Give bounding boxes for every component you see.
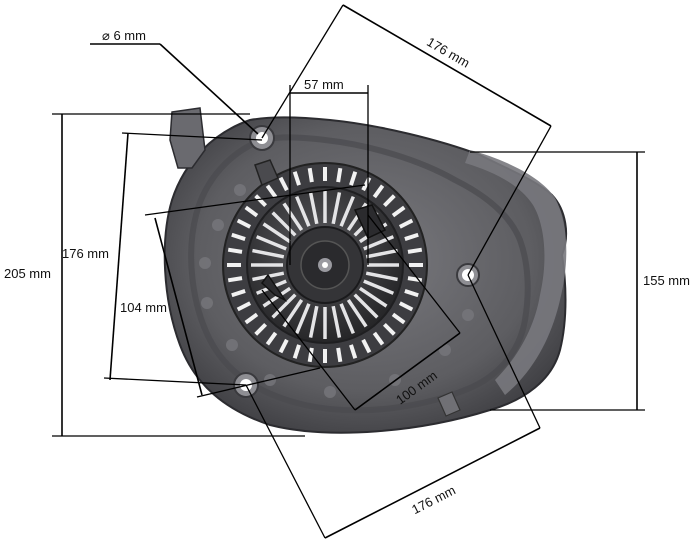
pulley-fin [331, 192, 342, 225]
pulley-fin [271, 211, 297, 237]
label-height-155: 155 mm [643, 273, 690, 288]
pulley-fin [295, 195, 311, 227]
pulley-slot [244, 205, 259, 218]
pulley-slot [231, 289, 246, 298]
pulley-slot [244, 312, 259, 325]
pulley-inner-fins [251, 191, 399, 339]
pulley-fin [365, 248, 398, 259]
height-104-ext-bottom [196, 367, 321, 398]
diag-top-right-ext-a [261, 4, 344, 139]
starter-pulley [222, 159, 428, 368]
label-hole-diameter: ⌀ 6 mm [102, 28, 146, 43]
pulley-slot [292, 344, 301, 359]
pulley-slot [265, 184, 278, 199]
center-100-ext-a [261, 289, 356, 411]
pulley-slot [236, 218, 252, 229]
pulley-slot [254, 322, 268, 336]
pulley-fin [365, 271, 398, 282]
pulley-fin [282, 202, 304, 232]
pulley-fin [339, 303, 355, 335]
pulley-fin [308, 305, 319, 338]
pulley-fin [358, 286, 388, 308]
label-height-104: 104 mm [120, 300, 167, 315]
dimension-lines [52, 4, 645, 539]
pulley-fin [308, 192, 319, 225]
pulley-fin [339, 195, 355, 227]
pulley-fin [255, 235, 287, 251]
pulley-slot [254, 194, 268, 208]
pulley-fin [353, 293, 379, 319]
pulley-slot [407, 247, 423, 254]
pulley-slot [307, 347, 314, 363]
pulley-slot [372, 331, 385, 346]
pulley-fin [262, 286, 292, 308]
diag-top-right-ext-b [467, 125, 552, 276]
diag-bottom-ext-a [245, 384, 326, 539]
label-diag-top-right: 176 mm [424, 34, 472, 70]
pulley-slot [265, 331, 278, 346]
height-176-left-ext-bottom [103, 377, 247, 386]
pulley-slot [361, 338, 372, 354]
pulley-slot [391, 205, 406, 218]
pulley-slot [349, 344, 358, 359]
pulley-slot [236, 301, 252, 312]
pulley-slot [372, 184, 385, 199]
label-width-57: 57 mm [304, 77, 344, 92]
pulley-slot [336, 167, 343, 183]
label-height-176-left: 176 mm [62, 246, 109, 261]
pulley-slot [336, 347, 343, 363]
pulley-slot [404, 289, 419, 298]
pulley-fin [295, 303, 311, 335]
pulley-fin [262, 222, 292, 244]
pulley-fin [363, 279, 395, 295]
pulley-slot [382, 322, 396, 336]
height-104-line [154, 217, 203, 396]
pulley-slot [404, 232, 419, 241]
pulley-slot [292, 171, 301, 186]
diag-top-right-line [342, 4, 552, 127]
pulley-fin [346, 298, 368, 328]
housing-inner-rim [188, 134, 531, 414]
pulley-fin [271, 293, 297, 319]
housing-pin [437, 391, 461, 417]
pulley-slot [398, 301, 414, 312]
pulley-slot [278, 338, 289, 354]
pulley-slot [391, 312, 406, 325]
label-height-205: 205 mm [4, 266, 51, 281]
center-100-ext-b [367, 214, 461, 334]
pulley-slot [349, 171, 358, 186]
pulley-slot [307, 167, 314, 183]
pulley-slot [407, 276, 423, 283]
diag-bottom-ext-b [467, 274, 541, 429]
pulley-slot [227, 276, 243, 283]
pulley-fin [363, 235, 395, 251]
housing-tab [169, 107, 206, 169]
housing-right-flange [465, 150, 567, 395]
pulley-slot [278, 176, 289, 192]
pulley-slot [398, 218, 414, 229]
center-100-line [354, 332, 461, 411]
height-176-left-line [109, 132, 129, 381]
starter-housing [163, 107, 568, 434]
hole-diameter-leader-diag [159, 43, 259, 135]
pulley-fin [252, 248, 285, 259]
height-104-ext-top [144, 184, 366, 216]
height-176-left-ext-top [121, 132, 263, 141]
pulley-slot [231, 232, 246, 241]
pulley-fin [331, 305, 342, 338]
pulley-slot [382, 194, 396, 208]
diag-bottom-line [324, 427, 541, 539]
label-diag-bottom: 176 mm [409, 482, 458, 517]
pulley-slot [227, 247, 243, 254]
